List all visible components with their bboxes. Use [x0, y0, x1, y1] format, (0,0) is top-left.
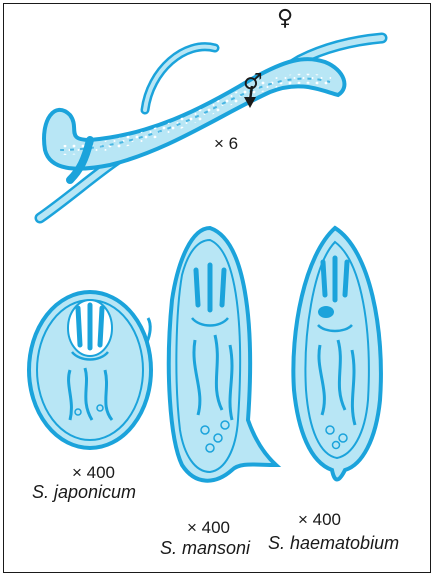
mansoni-magnification: × 400 — [187, 518, 230, 538]
haematobium-magnification: × 400 — [298, 510, 341, 530]
adult-worm-pair — [40, 38, 382, 218]
japonicum-magnification: × 400 — [72, 463, 115, 483]
egg-haematobium — [293, 228, 381, 479]
haematobium-species-label: S. haematobium — [268, 533, 399, 554]
adult-magnification: × 6 — [214, 134, 238, 154]
mansoni-species-label: S. mansoni — [160, 538, 250, 559]
egg-mansoni — [169, 228, 276, 481]
egg-japonicum — [29, 292, 151, 448]
female-symbol: ♀ — [277, 8, 293, 30]
japonicum-species-label: S. japonicum — [32, 482, 136, 503]
male-symbol: ♂ — [243, 72, 263, 94]
